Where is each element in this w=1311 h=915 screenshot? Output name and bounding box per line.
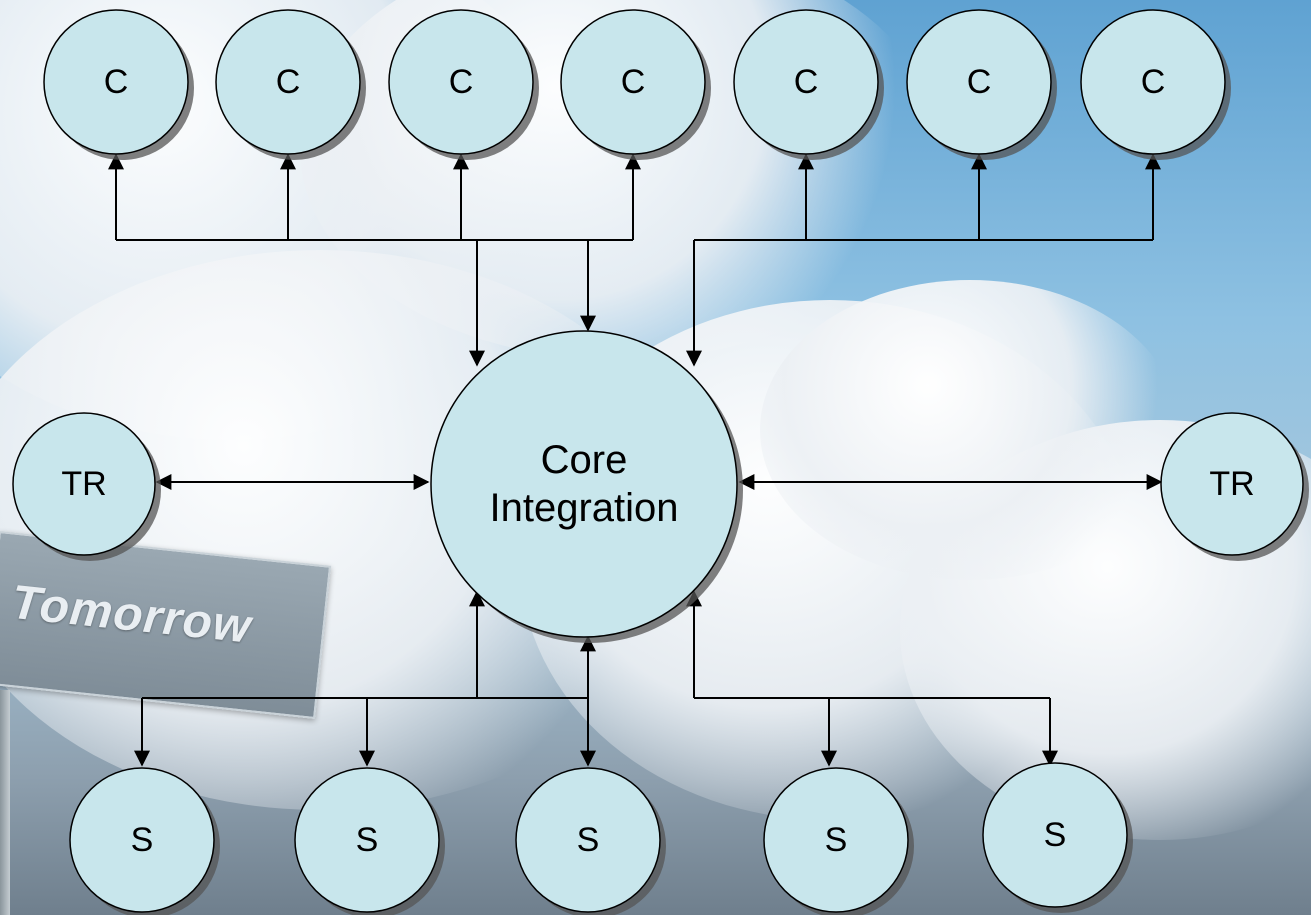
consumer-node-circle [215, 9, 361, 155]
supplier-node-circle [69, 767, 215, 913]
supplier-node-label: S [356, 821, 379, 859]
supplier-node: S [294, 767, 445, 915]
supplier-node-circle [982, 762, 1128, 908]
core-integration-node-label: Integration [489, 486, 678, 530]
core-integration-node-label: Core [541, 438, 628, 482]
trading-node-right: TR [1160, 412, 1309, 561]
consumer-node: C [733, 9, 884, 160]
cloud [760, 280, 1180, 580]
consumer-node: C [1080, 9, 1231, 160]
consumer-node: C [215, 9, 366, 160]
consumer-node-circle [1080, 9, 1226, 155]
supplier-node: S [763, 767, 914, 915]
trading-node-left-label: TR [61, 465, 106, 503]
supplier-node-label: S [1044, 816, 1067, 854]
trading-node-right-circle [1160, 412, 1304, 556]
consumer-node-label: C [967, 63, 992, 101]
trading-node-right-label: TR [1209, 465, 1254, 503]
supplier-node-label: S [825, 821, 848, 859]
supplier-node: S [69, 767, 220, 915]
supplier-node: S [982, 762, 1133, 913]
consumer-node-circle [906, 9, 1052, 155]
supplier-node-circle [515, 767, 661, 913]
connectors [108, 153, 1163, 767]
consumer-node-label: C [449, 63, 474, 101]
supplier-node-circle [294, 767, 440, 913]
supplier-node-circle [763, 767, 909, 913]
consumer-node: C [906, 9, 1057, 160]
core-integration-node-circle [430, 330, 738, 638]
consumer-node: C [43, 9, 194, 160]
consumer-node: C [560, 9, 711, 160]
consumer-node-label: C [104, 63, 129, 101]
trading-node-left: TR [12, 412, 161, 561]
sign-pole [0, 690, 10, 915]
consumer-node-label: C [621, 63, 646, 101]
consumer-node-label: C [276, 63, 301, 101]
supplier-node-label: S [577, 821, 600, 859]
consumer-node-circle [388, 9, 534, 155]
consumer-node-circle [43, 9, 189, 155]
consumer-node-circle [733, 9, 879, 155]
supplier-node-label: S [131, 821, 154, 859]
consumer-node-circle [560, 9, 706, 155]
consumer-node-label: C [794, 63, 819, 101]
consumer-node: C [388, 9, 539, 160]
supplier-node: S [515, 767, 666, 915]
consumer-node-label: C [1141, 63, 1166, 101]
trading-node-left-circle [12, 412, 156, 556]
